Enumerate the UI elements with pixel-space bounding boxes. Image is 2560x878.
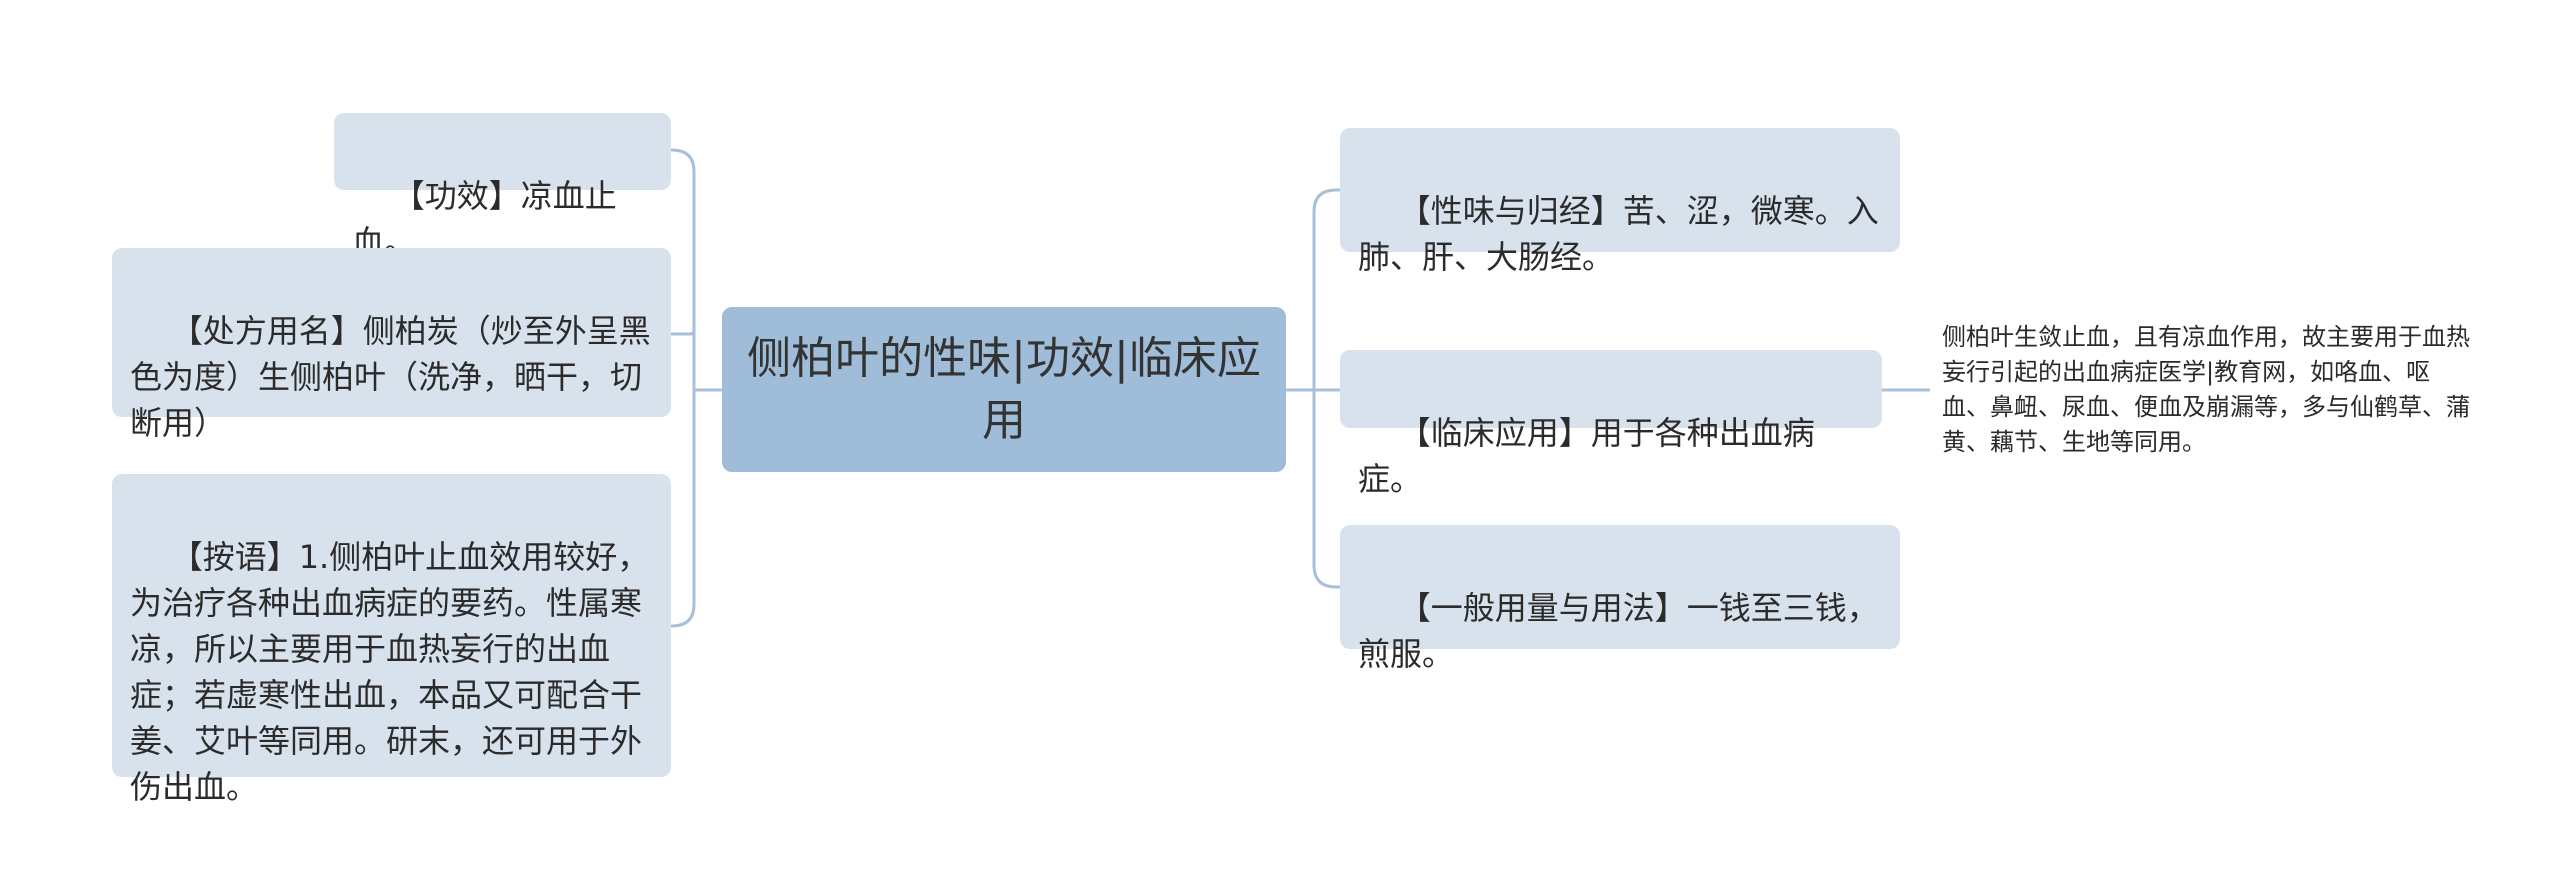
connector-left-2 — [667, 329, 696, 336]
topic-notes-text: 【按语】1.侧柏叶止血效用较好，为治疗各种出血病症的要药。性属寒凉，所以主要用于… — [130, 538, 650, 806]
topic-clinical-detail-text: 侧柏叶生敛止血，且有凉血作用，故主要用于血热妄行引起的出血病症医学|教育网，如咯… — [1942, 323, 2470, 456]
topic-clinical-detail[interactable]: 侧柏叶生敛止血，且有凉血作用，故主要用于血热妄行引起的出血病症医学|教育网，如咯… — [1942, 320, 2474, 460]
connector-left-spine — [671, 148, 696, 628]
topic-clinical-use[interactable]: 【临床应用】用于各种出血病症。 — [1340, 350, 1882, 498]
topic-taste-meridian[interactable]: 【性味与归经】苦、涩，微寒。入肺、肝、大肠经。 — [1340, 128, 1900, 276]
topic-taste-meridian-text: 【性味与归经】苦、涩，微寒。入肺、肝、大肠经。 — [1358, 192, 1879, 276]
topic-prescription-names[interactable]: 【处方用名】侧柏炭（炒至外呈黑色为度）生侧柏叶（洗净，晒干，切断用） — [112, 248, 671, 442]
topic-prescription-names-text: 【处方用名】侧柏炭（炒至外呈黑色为度）生侧柏叶（洗净，晒干，切断用） — [130, 312, 651, 442]
root-topic-title: 侧柏叶的性味|功效|临床应用 — [747, 332, 1261, 446]
topic-dosage[interactable]: 【一般用量与用法】一钱至三钱，煎服。 — [1340, 525, 1900, 673]
topic-efficacy-text: 【功效】凉血止血。 — [352, 177, 617, 261]
topic-dosage-text: 【一般用量与用法】一钱至三钱，煎服。 — [1358, 589, 1879, 673]
root-topic[interactable]: 侧柏叶的性味|功效|临床应用 — [722, 307, 1286, 472]
topic-clinical-use-text: 【临床应用】用于各种出血病症。 — [1358, 414, 1815, 498]
topic-efficacy[interactable]: 【功效】凉血止血。 — [334, 113, 671, 261]
topic-notes[interactable]: 【按语】1.侧柏叶止血效用较好，为治疗各种出血病症的要药。性属寒凉，所以主要用于… — [112, 474, 671, 806]
